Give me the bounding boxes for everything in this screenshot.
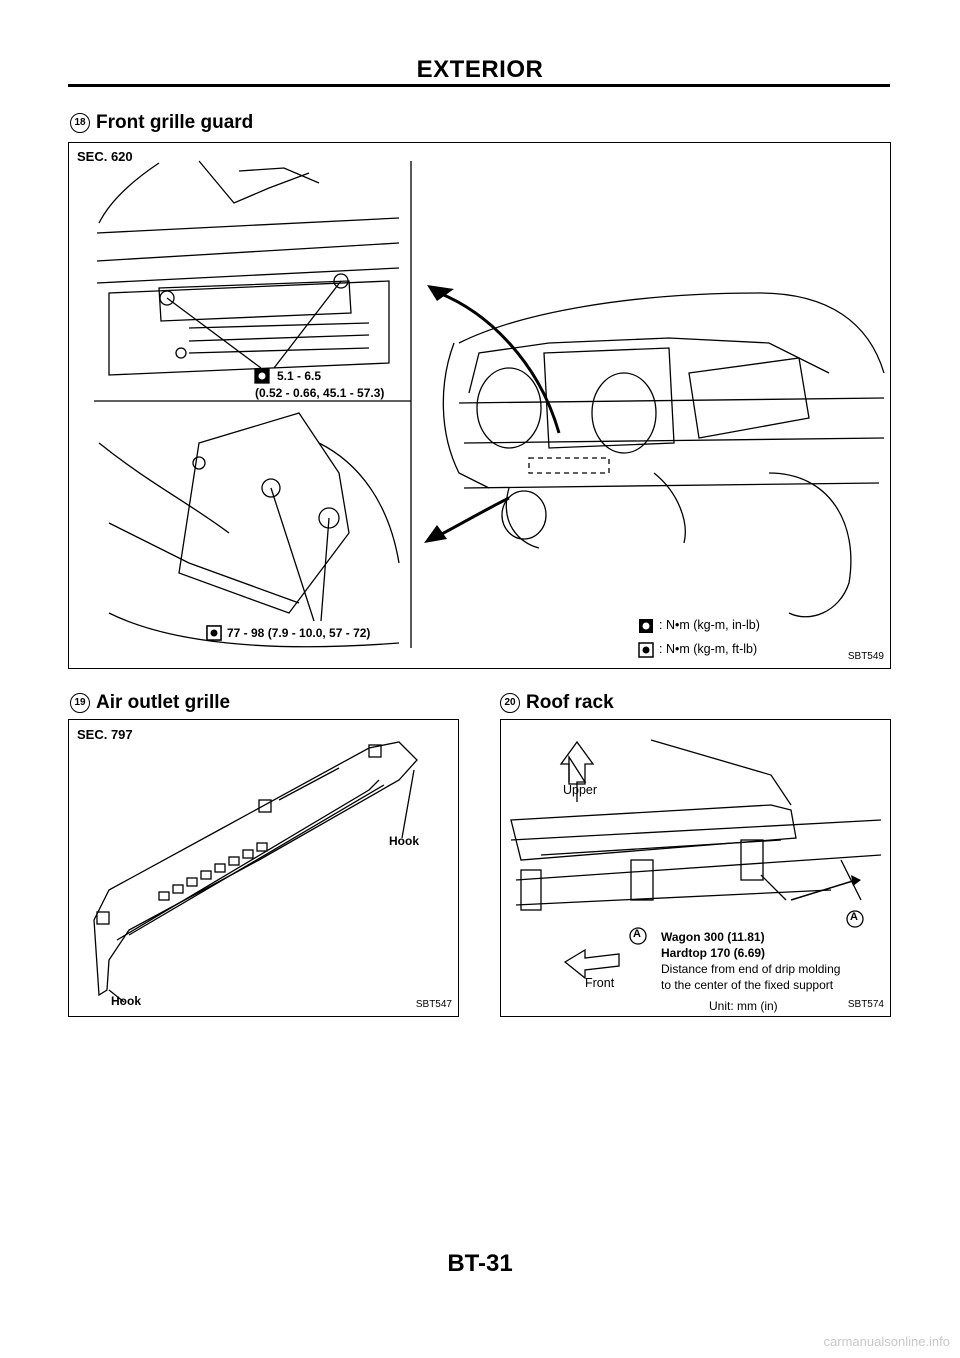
torque-legend-ftlb: : N•m (kg-m, ft-lb) [659,642,758,656]
roof-rack-spec-wagon: Wagon 300 (11.81) [661,930,765,944]
section-title-text: Roof rack [526,692,614,713]
torque-spec-value: 5.1 - 6.5 [277,369,322,383]
watermark: carmanualsonline.info [823,1334,950,1349]
roof-rack-illustration [510,739,882,980]
upper-direction-label: Upper [563,783,598,797]
figure-code: SBT547 [415,999,452,1010]
unit-label: Unit: mm (in) [709,999,778,1013]
section-code-label: SEC. 620 [77,149,133,164]
figure-code: SBT549 [847,651,884,662]
section-18-title: 18 Front grille guard [70,112,253,134]
torque-legend-inlb: : N•m (kg-m, in-lb) [659,618,760,632]
section-number-badge: 19 [70,693,90,713]
front-grille-guard-figure: SEC. 620 5.1 - 6.5 (0.52 - 0.66, 45.1 - … [68,142,891,669]
section-19-title: 19 Air outlet grille [70,692,230,714]
callout-marker-icon [846,910,864,928]
hook-label: Hook [111,994,141,1008]
front-grille-guard-illustration [94,160,885,658]
front-direction-label: Front [585,976,615,990]
callout-letter: A [850,911,858,923]
page-number: BT-31 [447,1250,513,1277]
section-number-badge: 20 [500,693,520,713]
air-outlet-grille-illustration [93,741,418,1003]
roof-rack-spec-note: Distance from end of drip molding [661,962,841,976]
figure-code: SBT574 [847,999,884,1010]
air-outlet-grille-figure: SEC. 797 Hook Hook SBT547 [68,719,459,1017]
section-code-label: SEC. 797 [77,727,133,742]
section-20-title: 20 Roof rack [500,692,614,714]
roof-rack-spec-hardtop: Hardtop 170 (6.69) [661,946,766,960]
section-number-badge: 18 [70,113,90,133]
header-rule [68,84,890,87]
torque-icon [638,642,654,658]
roof-rack-spec-note: to the center of the fixed support [661,978,834,992]
torque-icon [206,625,222,641]
torque-icon [255,369,269,383]
torque-spec-conversion: (0.52 - 0.66, 45.1 - 57.3) [255,386,385,400]
roof-rack-figure: Upper Front A A Wagon 300 (11.81) Hardto… [500,719,891,1017]
hook-label: Hook [389,834,419,848]
callout-letter: A [633,928,641,940]
callout-marker-icon [629,927,647,945]
section-title-text: Air outlet grille [96,692,231,713]
torque-spec-value: 77 - 98 (7.9 - 10.0, 57 - 72) [227,626,371,640]
page-header-title: EXTERIOR [416,56,544,83]
section-title-text: Front grille guard [96,112,254,133]
torque-icon [639,619,653,633]
